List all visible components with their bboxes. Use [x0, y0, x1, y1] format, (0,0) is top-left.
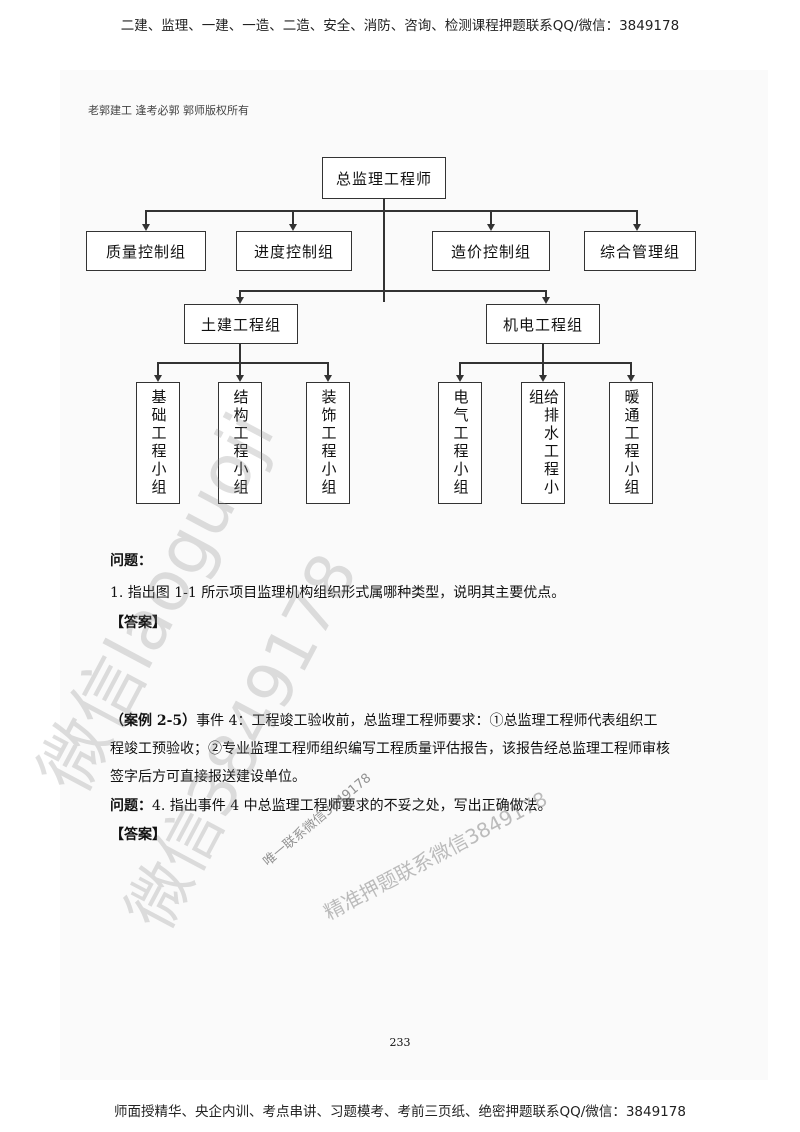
connector-line [327, 362, 329, 376]
chart-box-structure-team: 结构工程小组 [218, 382, 262, 504]
answer-label: 【答案】 [110, 615, 166, 631]
case-paragraph-line1: （案例 2-5）事件 4：工程竣工验收前，总监理工程师要求：①总监理工程师代表组… [110, 713, 658, 729]
arrow-head [154, 375, 162, 382]
arrow-head [236, 375, 244, 382]
connector-line [542, 362, 544, 376]
question-heading: 问题： [110, 553, 152, 569]
arrow-head [142, 224, 150, 231]
copyright-note: 老郭建工 逢考必郭 郭师版权所有 [88, 104, 249, 117]
chart-box-decoration-team: 装饰工程小组 [306, 382, 350, 504]
arrow-head [633, 224, 641, 231]
chart-box-cost-control: 造价控制组 [432, 231, 550, 271]
connector-line [292, 210, 294, 224]
connector-line [239, 362, 241, 376]
chart-box-civil-group: 土建工程组 [184, 304, 298, 344]
connector-line [145, 210, 147, 224]
connector-line [145, 210, 638, 212]
chart-box-foundation-team: 基础工程小组 [136, 382, 180, 504]
connector-line [239, 290, 241, 298]
arrow-head [627, 375, 635, 382]
connector-line [239, 344, 241, 364]
case-paragraph-line2: 程竣工预验收；②专业监理工程师组织编写工程质量评估报告，该报告经总监理工程师审核 [110, 741, 670, 757]
chart-box-mep-group: 机电工程组 [486, 304, 600, 344]
connector-line [383, 199, 385, 302]
connector-line [490, 210, 492, 224]
connector-line [157, 362, 159, 376]
page-footer-banner: 师面授精华、央企内训、考点串讲、习题模考、考前三页纸、绝密押题联系QQ/微信：3… [114, 1104, 686, 1120]
connector-line [630, 362, 632, 376]
connector-line [157, 362, 329, 364]
connector-line [239, 290, 547, 292]
connector-line [636, 210, 638, 224]
arrow-head [539, 375, 547, 382]
arrow-head [289, 224, 297, 231]
arrow-head [542, 297, 550, 304]
arrow-head [236, 297, 244, 304]
question-text: 1. 指出图 1-1 所示项目监理机构组织形式属哪种类型，说明其主要优点。 [110, 585, 566, 601]
page-header-banner: 二建、监理、一建、一造、二造、安全、消防、咨询、检测课程押题联系QQ/微信：38… [120, 18, 680, 34]
question-4: 问题：4. 指出事件 4 中总监理工程师要求的不妥之处，写出正确做法。 [110, 793, 552, 819]
chart-box-general-management: 综合管理组 [584, 231, 696, 271]
chart-box-plumbing-team: 给排水工程小组 [521, 382, 565, 504]
connector-line [545, 290, 547, 298]
arrow-head [487, 224, 495, 231]
case-paragraph-line3: 签字后方可直接报送建设单位。 [110, 769, 306, 785]
case-label: （案例 2-5） [110, 713, 197, 729]
chart-root-box: 总监理工程师 [322, 157, 446, 199]
connector-line [459, 362, 632, 364]
arrow-head [456, 375, 464, 382]
chart-box-hvac-team: 暖通工程小组 [609, 382, 653, 504]
chart-box-schedule-control: 进度控制组 [236, 231, 352, 271]
connector-line [459, 362, 461, 376]
chart-box-quality-control: 质量控制组 [86, 231, 206, 271]
connector-line [542, 344, 544, 364]
chart-box-electrical-team: 电气工程小组 [438, 382, 482, 504]
question-heading: 问题： [110, 798, 152, 814]
page-number: 233 [389, 1036, 411, 1049]
answer-label: 【答案】 [110, 827, 166, 843]
question-text: 4. 指出事件 4 中总监理工程师要求的不妥之处，写出正确做法。 [152, 798, 552, 814]
arrow-head [324, 375, 332, 382]
